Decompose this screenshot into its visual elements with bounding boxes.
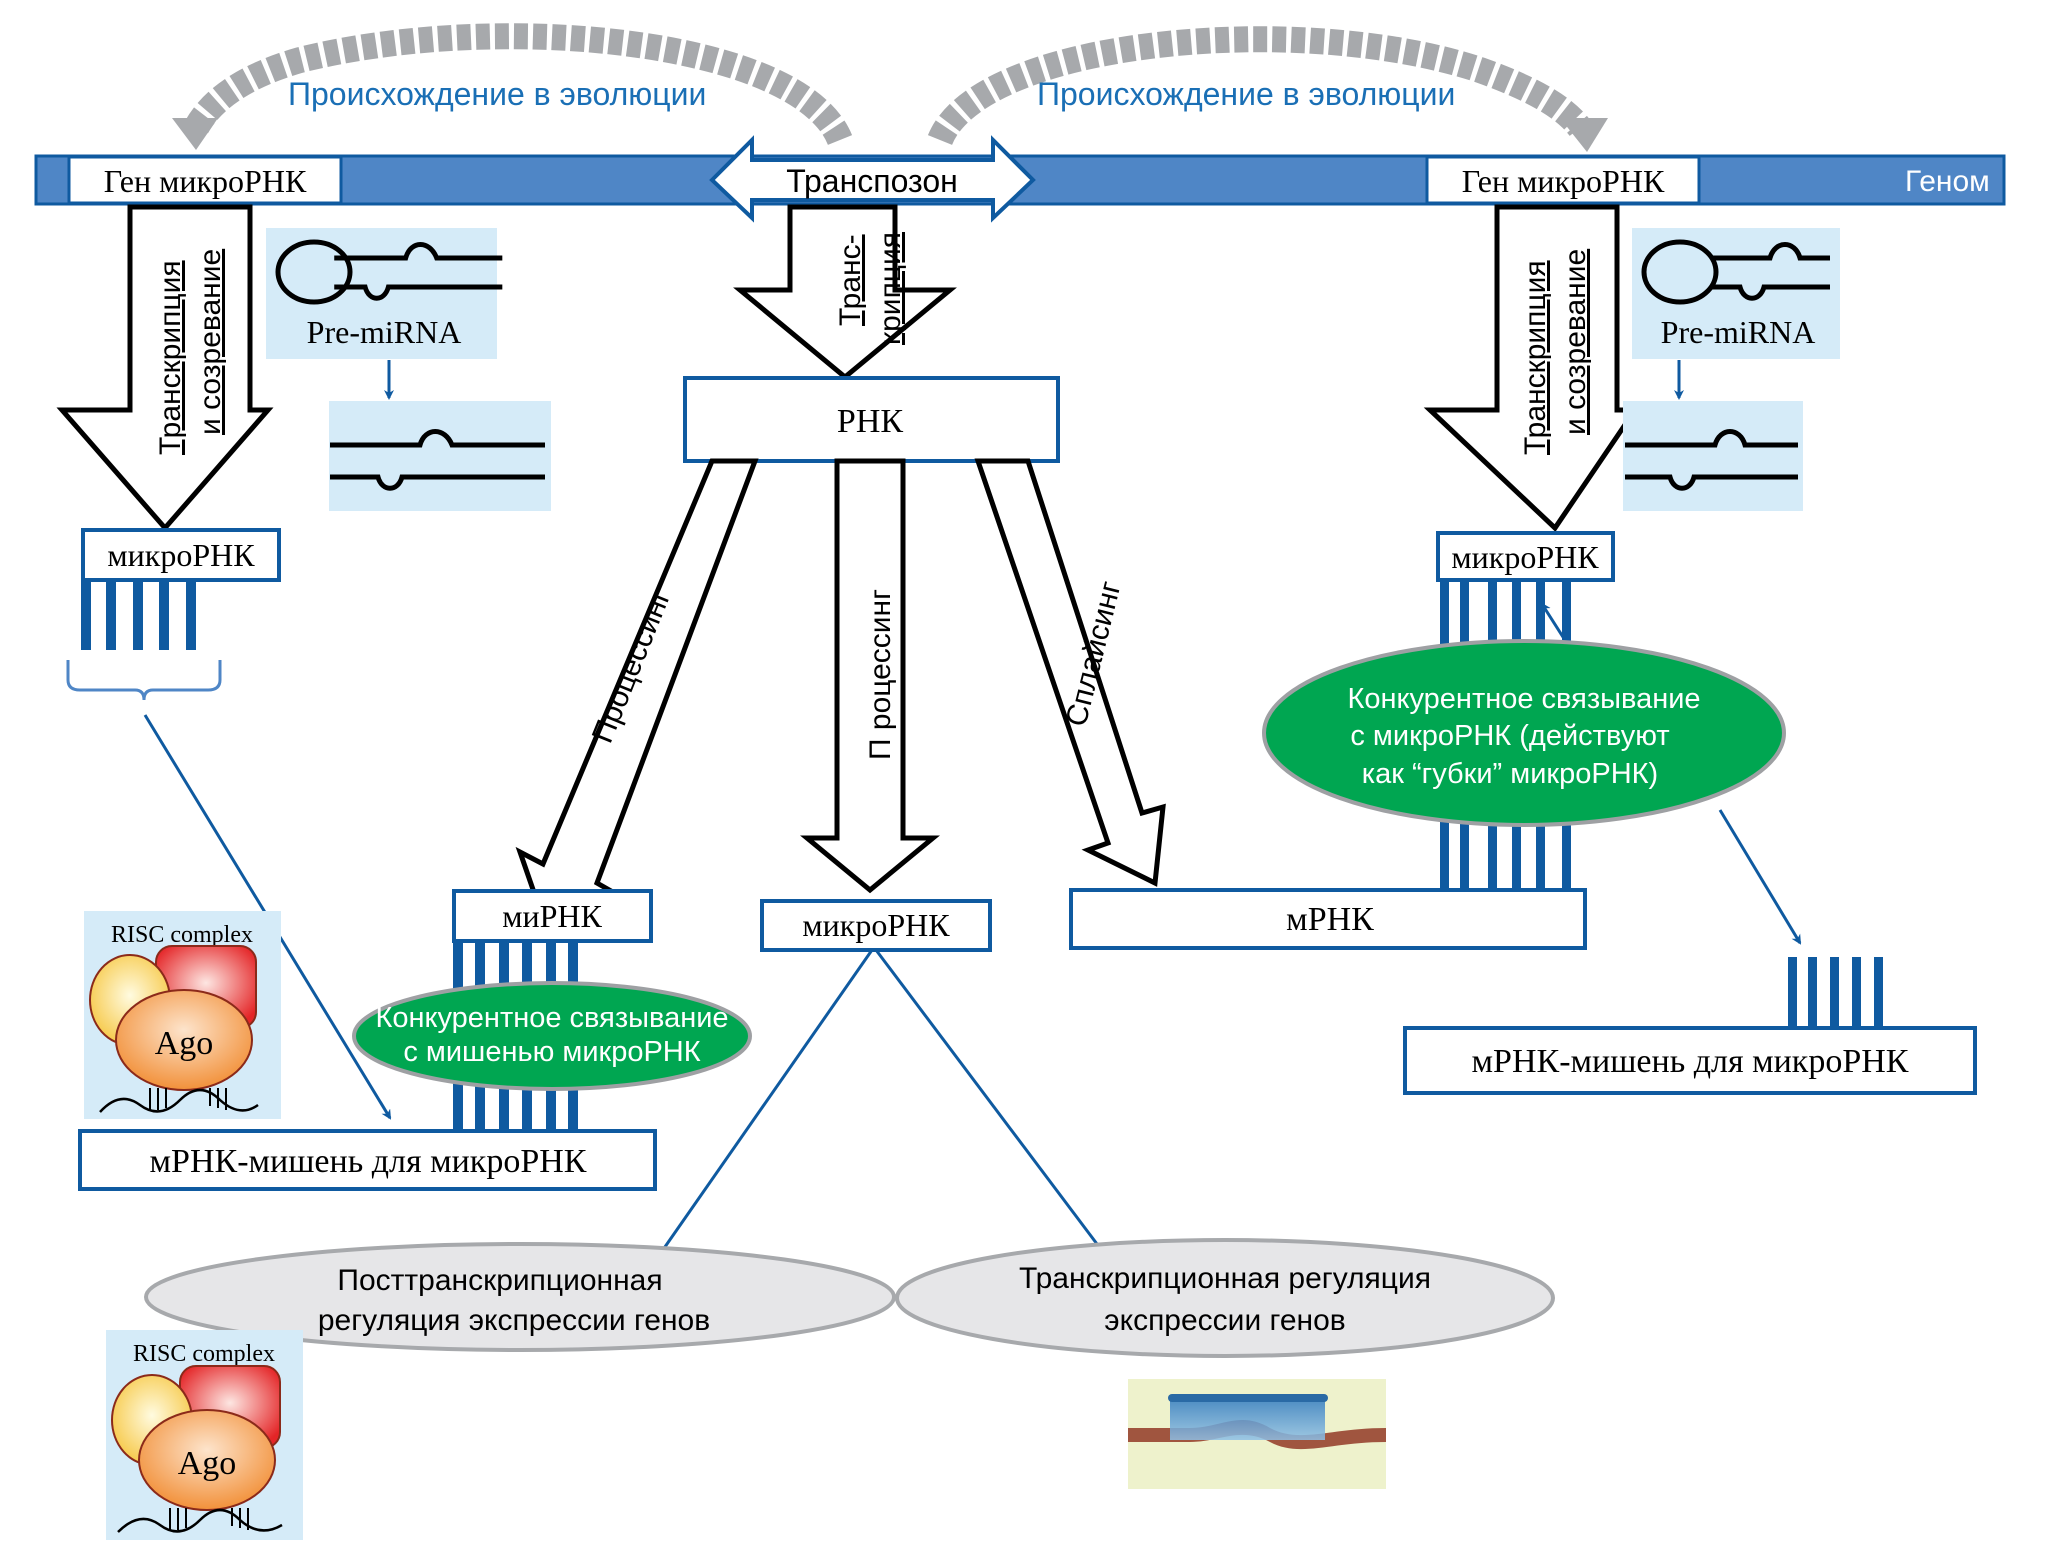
gene-box-right[interactable]	[1425, 155, 1701, 205]
sponge-line2: с микроРНК (действуют	[1350, 720, 1669, 752]
gene-label-right: Ген микроРНК	[1462, 163, 1665, 199]
mrna-label: мРНК	[1286, 901, 1374, 938]
risc-label-bottom: RISC complex	[133, 1341, 275, 1367]
competitive-target-line2: с мишенью микроРНК	[403, 1036, 700, 1068]
link-to-posttranscriptional	[658, 949, 874, 1255]
rna-label: РНК	[837, 403, 903, 440]
posttranscriptional-line2: регуляция экспрессии генов	[318, 1304, 710, 1337]
transcription-maturation-arrow-left	[56, 204, 274, 532]
transposon-label: Транспозон	[786, 163, 958, 199]
gene-label-left: Ген микроРНК	[104, 163, 307, 199]
transcriptional-line2: экспрессии генов	[1104, 1304, 1345, 1337]
sponge-line1: Конкурентное связывание	[1347, 683, 1700, 715]
target-mrna-label-left: мРНК-мишень для микроРНК	[150, 1143, 587, 1180]
mirna-box-left[interactable]	[81, 528, 281, 582]
sponge-to-target-arrow	[1718, 809, 1802, 945]
transcription-arrow-center	[733, 204, 957, 381]
evolution-label-right: Происхождение в эволюции	[1037, 76, 1455, 112]
transcriptional-line1: Транскрипционная регуляция	[1019, 1262, 1431, 1295]
chromatin-protein-image	[1128, 1379, 1386, 1489]
gene-box-left[interactable]	[67, 155, 343, 205]
processing-label-center: П роцессинг	[864, 589, 897, 760]
genome-label: Геном	[1905, 165, 1990, 198]
sponge-ellipse: Конкурентное связывание с микроРНК (дейс…	[1262, 639, 1786, 827]
premirna-label-right: Pre-miRNA	[1661, 314, 1816, 350]
evolution-label-left: Происхождение в эволюции	[288, 76, 706, 112]
risc-complex-panel-bottom: RISC complex Ago	[106, 1330, 303, 1540]
risc-label-top: RISC complex	[111, 922, 253, 948]
transcription-center-line1: Транс-	[834, 234, 867, 326]
target-mrna-label-right: мРНК-мишень для микроРНК	[1472, 1043, 1909, 1080]
premirna-hairpin-icon	[275, 239, 503, 305]
transcription-center-line2: крипция	[874, 232, 907, 345]
target-mrna-box-left[interactable]	[78, 1129, 657, 1191]
duplex-panel-right	[1623, 401, 1803, 511]
competitive-target-line1: Конкурентное связывание	[375, 1002, 728, 1034]
transposon-arrow[interactable]	[709, 135, 1036, 223]
sirna-label: миРНК	[502, 898, 602, 934]
rna-box[interactable]	[683, 376, 1060, 463]
mirna-label-left: микроРНК	[107, 537, 255, 573]
arrow-left-line2: и созревание	[194, 249, 227, 435]
evolution-arrow-right	[927, 26, 1608, 152]
transcription-maturation-arrow-right	[1423, 204, 1640, 532]
target-seed-bars-right	[1788, 957, 1883, 1027]
posttranscriptional-regulation-ellipse: Посттранскрипционная регуляция экспресси…	[144, 1242, 896, 1352]
splicing-arrow	[974, 458, 1166, 887]
processing-arrow-center	[800, 458, 940, 894]
sirna-box[interactable]	[452, 889, 653, 943]
target-mrna-box-right[interactable]	[1403, 1026, 1977, 1095]
premirna-panel-left: Pre-miRNA	[266, 228, 503, 359]
evolution-arrow-left	[172, 23, 853, 150]
ago-label-top: Ago	[155, 1025, 214, 1062]
transcriptional-regulation-ellipse: Транскрипционная регуляция экспрессии ге…	[895, 1238, 1555, 1358]
duplex-panel-left	[329, 401, 551, 511]
seed-brace-left	[66, 660, 222, 701]
mrna-box[interactable]	[1069, 888, 1587, 950]
mirna-label-center: микроРНК	[802, 907, 950, 943]
arrow-right-line2: и созревание	[1559, 249, 1592, 435]
mirna-box-right[interactable]	[1436, 531, 1615, 582]
mirna-box-center[interactable]	[760, 899, 992, 952]
premirna-label-left: Pre-miRNA	[307, 314, 462, 350]
arrow-right-line1: Транскрипция	[1519, 260, 1552, 455]
sponge-line3: как “губки” микроРНК)	[1362, 758, 1658, 790]
competitive-target-ellipse: Конкурентное связывание с мишенью микроР…	[352, 981, 752, 1091]
mirna-label-right: микроРНК	[1451, 539, 1599, 575]
risc-complex-panel-top: RISC complex Ago	[84, 911, 281, 1119]
mirna-seed-bars-left	[81, 580, 196, 650]
posttranscriptional-line1: Посттранскрипционная	[337, 1264, 662, 1297]
ago-label-bottom: Ago	[178, 1445, 237, 1482]
link-to-transcriptional	[874, 949, 1102, 1249]
premirna-panel-right: Pre-miRNA	[1632, 228, 1840, 359]
arrow-left-line1: Транскрипция	[154, 260, 187, 455]
